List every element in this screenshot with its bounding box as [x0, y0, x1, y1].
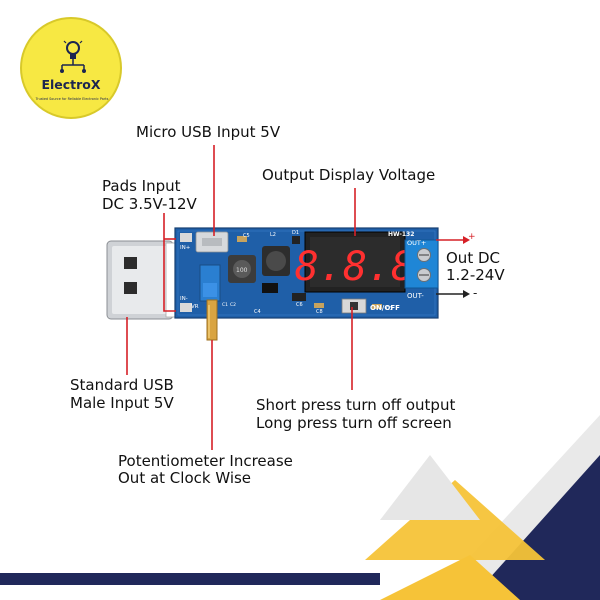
callout-lines [126, 145, 356, 450]
label-output-display: Output Display Voltage [262, 166, 436, 184]
out-minus-arrow [436, 290, 470, 298]
label-pads-input-1: Pads Input [102, 177, 181, 195]
display-digits: 8.8.8 [295, 244, 415, 290]
pcb-c5-label: C5 [243, 233, 250, 239]
usb-window-top [124, 257, 137, 269]
pad-in-plus [180, 233, 192, 242]
pcb-switch-label: ON/OFF [370, 304, 400, 312]
pcb-l2-label: L2 [270, 232, 276, 238]
label-out-dc-2: 1.2-24V [446, 266, 505, 284]
label-short-press: Short press turn off output [256, 396, 456, 414]
pcb-in-plus-label: IN+ [180, 245, 191, 251]
label-standard-usb-1: Standard USB [70, 376, 174, 394]
pcb-c4-label: C4 [254, 309, 261, 315]
label-potentiometer-2: Out at Clock Wise [118, 469, 252, 487]
pcb-inductor-label: 100 [236, 267, 248, 274]
label-potentiometer-1: Potentiometer Increase [118, 452, 293, 470]
pad-in-minus [180, 303, 192, 312]
label-pads-input-2: DC 3.5V-12V [102, 195, 197, 213]
pcb-c1-label: C1 [222, 302, 228, 308]
navy-triangle [470, 455, 600, 600]
gold-lower-triangle [380, 555, 520, 600]
grey-triangle-left [380, 455, 480, 520]
pcb-out-plus-label: OUT+ [407, 239, 426, 247]
pcb-c8-label: C8 [316, 309, 323, 315]
pcb-c2-label: C2 [230, 302, 236, 308]
pcb-d1-label: D1 [292, 230, 299, 236]
usb-window-bottom [124, 282, 137, 294]
logo-tagline: Trusted Source for Reliable Electronic P… [35, 97, 109, 101]
bulb-circuit-icon [60, 40, 86, 73]
pcb-out-minus-label: OUT- [407, 292, 424, 300]
pcb-vr-label: VR [191, 304, 199, 310]
label-long-press: Long press turn off screen [256, 414, 452, 432]
label-standard-usb-2: Male Input 5V [70, 394, 174, 412]
usb-plug [106, 240, 191, 320]
navy-bottom-bar [0, 573, 380, 585]
brand-logo: ElectroX Trusted Source for Reliable Ele… [20, 17, 122, 119]
callout-pads-input [163, 213, 176, 312]
plus-sign: + [468, 232, 476, 242]
minus-sign: - [473, 286, 477, 300]
label-out-dc-1: Out DC [446, 249, 500, 267]
label-micro-usb: Micro USB Input 5V [136, 123, 281, 141]
out-plus-arrow [436, 236, 470, 244]
chip-ic [262, 283, 278, 293]
pcb-c3-label: C3 [386, 306, 393, 312]
pcb-c6-label: C6 [296, 302, 303, 308]
pcb-model-label: HW-132 [388, 231, 414, 238]
logo-name: ElectroX [41, 77, 101, 92]
pcb-in-minus-label: IN- [180, 296, 188, 302]
